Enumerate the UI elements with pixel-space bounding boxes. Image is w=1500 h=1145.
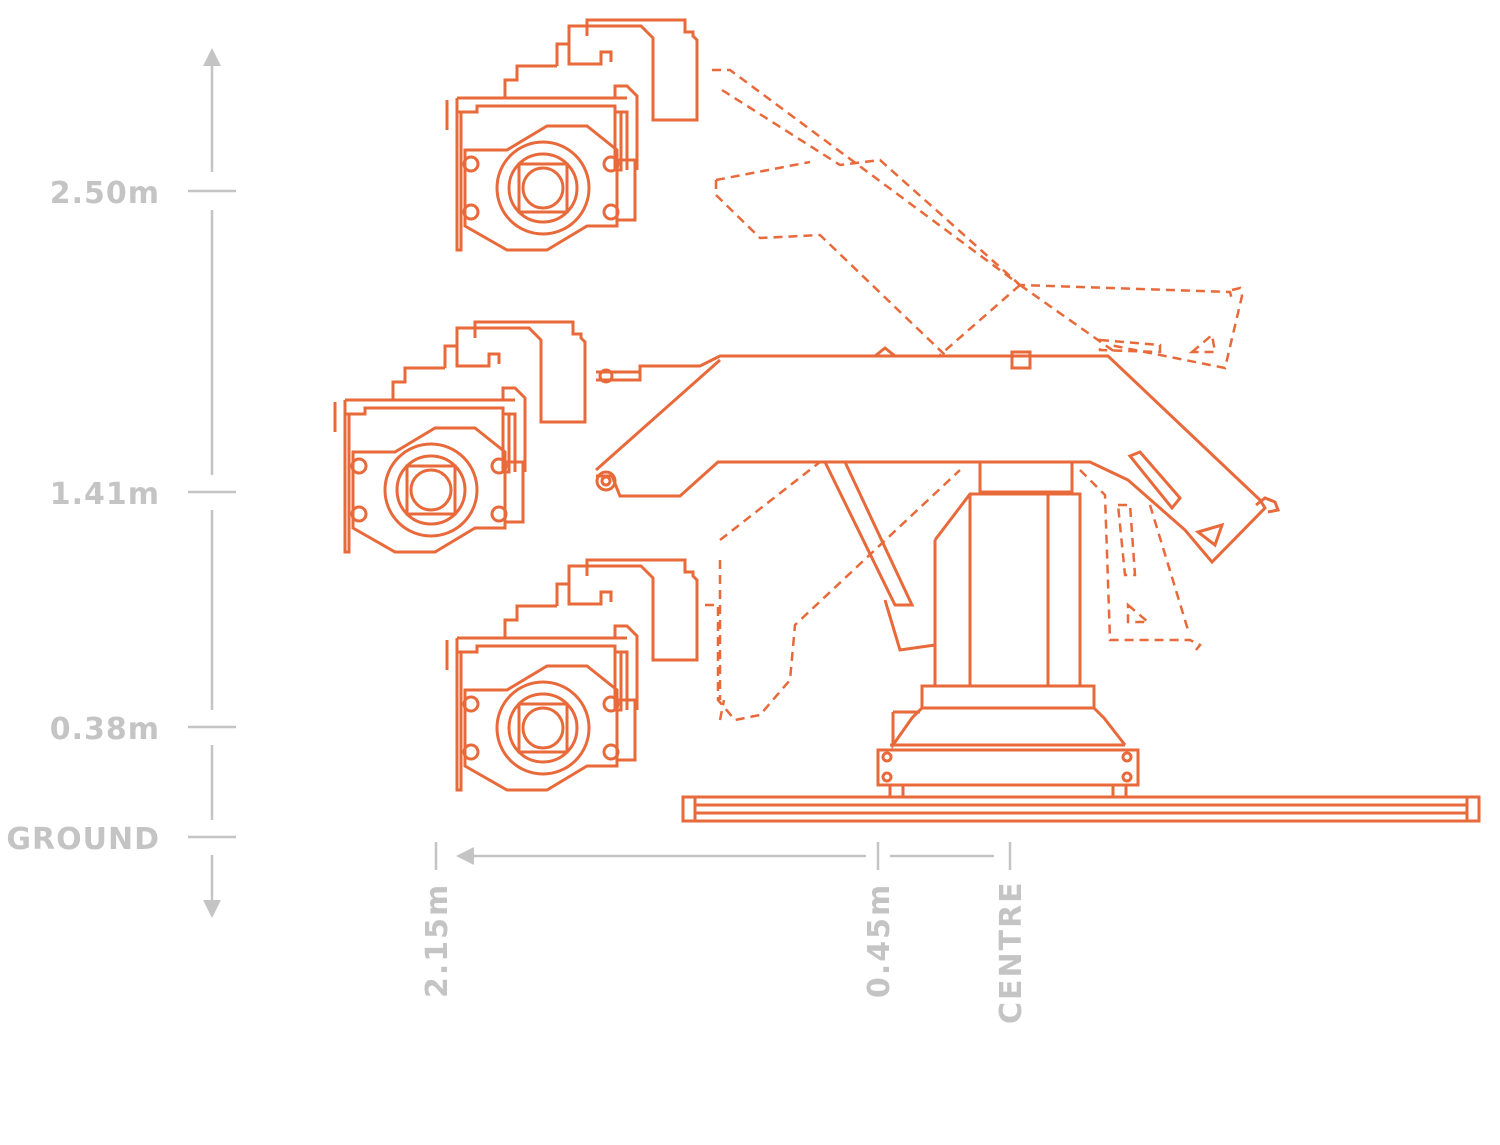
label-2-15m: 2.15m <box>420 883 455 998</box>
camera-head-low <box>445 558 699 792</box>
label-0-38m: 0.38m <box>50 712 160 747</box>
camera-head-mid <box>333 320 587 554</box>
arrow-up-icon <box>203 48 221 66</box>
label-centre: CENTRE <box>994 880 1029 1024</box>
arrow-left-icon <box>456 847 474 865</box>
vertical-height-axis: 2.50m 1.41m 0.38m GROUND <box>6 48 236 918</box>
arm-raised-outline <box>712 68 1244 370</box>
camera-head-high <box>445 18 699 252</box>
arrow-down-icon <box>203 900 221 918</box>
horizontal-reach-axis: 2.15m 0.45m CENTRE <box>420 842 1029 1024</box>
track-rail <box>681 795 1481 823</box>
label-ground: GROUND <box>6 822 160 857</box>
arm-lowered-outline <box>705 461 1202 722</box>
crane-column <box>920 462 1096 710</box>
crane-arm <box>595 346 1281 652</box>
label-0-45m: 0.45m <box>862 883 897 998</box>
label-1-41m: 1.41m <box>50 477 160 512</box>
label-2-50m: 2.50m <box>50 176 160 211</box>
crane-dolly-base <box>876 706 1140 797</box>
